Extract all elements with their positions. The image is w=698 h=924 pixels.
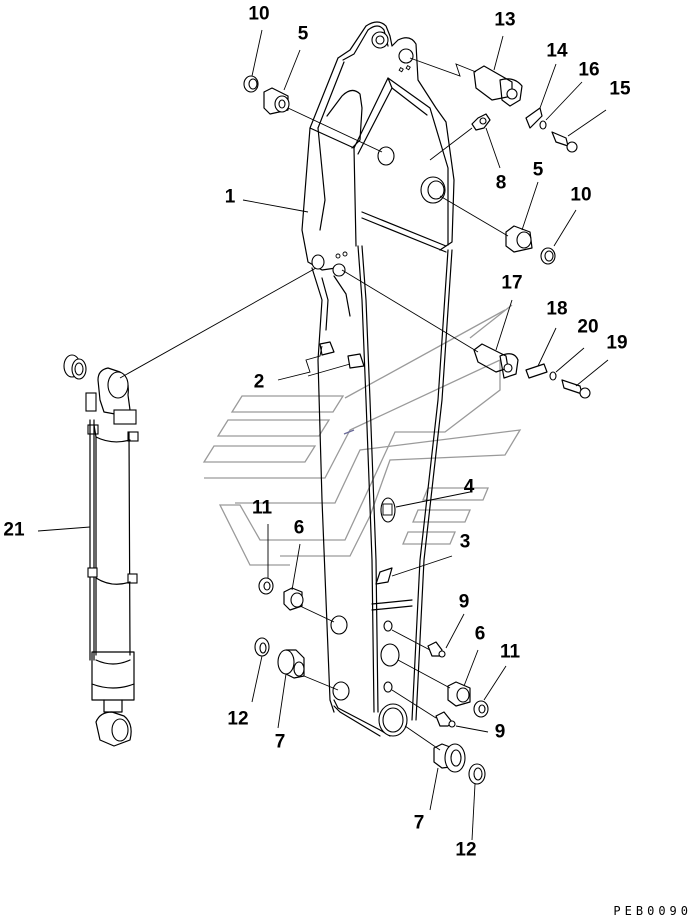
loose-parts (243, 65, 591, 785)
callout-11-right: 11 (499, 641, 521, 663)
watermark-logo (202, 304, 522, 566)
callout-8: 8 (495, 172, 507, 194)
callout-19: 19 (606, 332, 628, 354)
callout-12-right: 12 (455, 839, 477, 861)
callout-9-upper: 9 (458, 591, 470, 613)
callout-13: 13 (494, 9, 516, 31)
callout-12-left: 12 (227, 708, 249, 730)
callout-3: 3 (459, 531, 471, 553)
callout-6-right: 6 (474, 623, 486, 645)
callout-5-right: 5 (532, 159, 544, 181)
callout-17: 17 (501, 272, 523, 294)
callout-10-top: 10 (248, 3, 270, 25)
callout-2: 2 (253, 371, 265, 393)
callout-5-top: 5 (297, 23, 309, 45)
callout-15: 15 (609, 78, 631, 100)
callout-9-lower: 9 (494, 721, 506, 743)
callout-18: 18 (546, 298, 568, 320)
callout-10-right: 10 (570, 184, 592, 206)
callout-21: 21 (3, 519, 25, 541)
callout-4: 4 (463, 476, 475, 498)
callout-20: 20 (577, 316, 599, 338)
callout-14: 14 (546, 40, 568, 62)
leader-lines (37, 29, 609, 841)
callout-16: 16 (578, 59, 600, 81)
callout-11-left: 11 (251, 497, 273, 519)
callout-6-left: 6 (293, 517, 305, 539)
drawing-reference-code: PEB0090 (613, 904, 692, 918)
callout-1: 1 (224, 186, 236, 208)
callout-7-right: 7 (413, 812, 425, 834)
callout-7-left: 7 (274, 731, 286, 753)
arm-cylinder (63, 354, 139, 747)
arm-body (301, 21, 455, 737)
